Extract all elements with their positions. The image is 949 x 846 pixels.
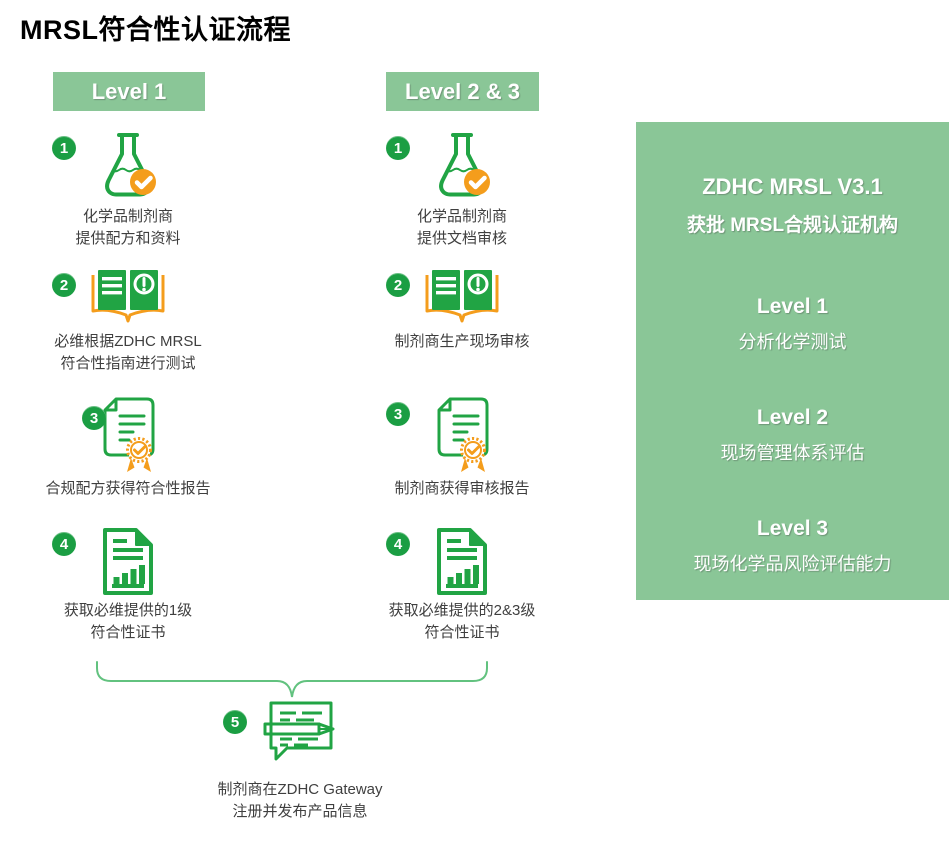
step-l1-3: 3 合规配方获得符合性报告	[0, 397, 258, 500]
step-final-5: 5 制剂商在ZDHC Gateway 注册并发布产品信息	[170, 700, 430, 823]
step-caption: 制剂商获得审核报告	[394, 480, 530, 497]
page-title: MRSL符合性认证流程	[20, 15, 291, 45]
step-number-badge: 5	[223, 710, 247, 734]
step-l23-3: 3 制剂商获得审核报告	[332, 397, 592, 500]
side-panel: ZDHC MRSL V3.1 获批 MRSL合规认证机构 Level 1 分析化…	[636, 122, 949, 600]
column-header-level-1: Level 1	[53, 72, 205, 111]
book-alert-icon	[91, 270, 165, 323]
write-publish-icon	[263, 701, 335, 761]
step-l1-4: 4 获取必维提供的1级 符合性证书	[0, 527, 258, 644]
step-l1-2: 2 必维根据ZDHC MRSL 符合性指南进行测试	[0, 268, 258, 375]
report-chart-icon	[103, 528, 153, 595]
step-number-badge: 3	[386, 402, 410, 426]
flask-check-icon	[439, 133, 490, 197]
step-caption: 获取必维提供的2&3级 符合性证书	[388, 602, 536, 641]
panel-level-3: Level 3 现场化学品风险评估能力	[693, 517, 892, 574]
flask-check-icon	[105, 133, 156, 197]
book-alert-icon	[425, 270, 499, 323]
step-number-badge: 4	[52, 532, 76, 556]
step-caption: 获取必维提供的1级 符合性证书	[63, 602, 193, 641]
certificate-seal-icon	[103, 397, 155, 472]
panel-level-1: Level 1 分析化学测试	[738, 295, 847, 352]
step-l23-4: 4 获取必维提供的2&3级 符合性证书	[332, 527, 592, 644]
step-l23-1: 1 化学品制剂商 提供文档审核	[332, 131, 592, 250]
report-chart-icon	[437, 528, 487, 595]
step-caption: 制剂商生产现场审核	[394, 333, 530, 350]
panel-title: ZDHC MRSL V3.1	[702, 174, 883, 199]
step-l1-1: 1 化学品制剂商 提供配方和资料	[0, 131, 258, 250]
step-number-badge: 3	[82, 406, 106, 430]
step-number-badge: 2	[386, 273, 410, 297]
step-number-badge: 2	[52, 273, 76, 297]
step-l23-2: 2 制剂商生产现场审核	[332, 268, 592, 353]
panel-level-2: Level 2 现场管理体系评估	[720, 406, 865, 463]
step-number-badge: 1	[386, 136, 410, 160]
certificate-seal-icon	[437, 397, 489, 472]
step-number-badge: 1	[52, 136, 76, 160]
step-caption: 制剂商在ZDHC Gateway 注册并发布产品信息	[217, 781, 383, 820]
step-caption: 合规配方获得符合性报告	[45, 480, 211, 497]
column-header-level-2-3: Level 2 & 3	[386, 72, 539, 111]
step-number-badge: 4	[386, 532, 410, 556]
step-caption: 化学品制剂商 提供文档审核	[416, 208, 507, 247]
merge-bracket	[96, 661, 488, 698]
step-caption: 必维根据ZDHC MRSL 符合性指南进行测试	[54, 333, 202, 372]
step-caption: 化学品制剂商 提供配方和资料	[75, 208, 181, 247]
panel-subtitle: 获批 MRSL合规认证机构	[686, 215, 899, 236]
